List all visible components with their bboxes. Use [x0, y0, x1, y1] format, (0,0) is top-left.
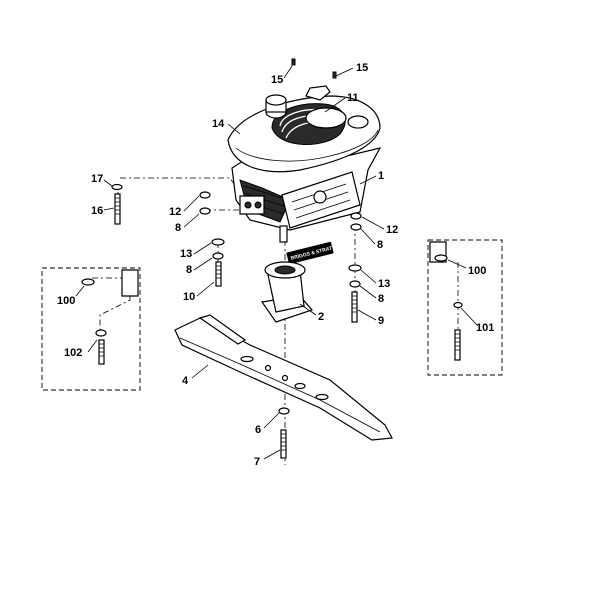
detail-box-left — [41, 267, 141, 391]
detail-mount-left — [121, 269, 139, 297]
callout-11: 11 — [347, 92, 359, 104]
bolt-16 — [114, 193, 121, 225]
callout-4: 4 — [182, 375, 189, 387]
washer-8b — [350, 223, 362, 231]
engine-assembly: BRIGGS & STRATTON — [227, 85, 382, 265]
callout-13b: 13 — [378, 278, 390, 290]
callout-labels: 15 15 11 14 1 17 16 12 8 12 8 13 8 10 13… — [57, 62, 494, 468]
callout-9: 9 — [378, 315, 384, 327]
washer-17 — [111, 183, 123, 191]
callout-13a: 13 — [180, 248, 192, 260]
washer-102 — [95, 329, 107, 337]
callout-102: 102 — [64, 347, 82, 359]
callout-1: 1 — [378, 170, 384, 182]
mower-blade — [174, 314, 393, 441]
callout-2: 2 — [318, 311, 324, 323]
nut-100b — [434, 254, 448, 262]
bolt-101 — [454, 329, 461, 361]
air-filter-cover — [305, 107, 347, 129]
starter-handle — [305, 85, 331, 101]
callout-14: 14 — [212, 118, 225, 130]
nut-100a — [81, 278, 95, 286]
callout-8d: 8 — [378, 293, 384, 305]
muffler-port — [313, 190, 327, 204]
callout-7: 7 — [254, 456, 260, 468]
callout-8b: 8 — [377, 239, 383, 251]
blade-adapter — [260, 261, 314, 323]
crankshaft — [279, 225, 288, 243]
nut-12a — [199, 191, 211, 199]
spark-plug-boot — [239, 195, 265, 215]
callout-8a: 8 — [175, 222, 181, 234]
callout-16: 16 — [91, 205, 103, 217]
pin-15b — [332, 71, 337, 79]
callout-15b: 15 — [356, 62, 368, 74]
nut-12b — [350, 212, 362, 220]
callout-10: 10 — [183, 291, 195, 303]
washer-101 — [453, 301, 463, 309]
primer-bulb — [347, 115, 369, 129]
bolt-10 — [215, 261, 222, 287]
bolt-7 — [280, 429, 287, 459]
callout-12a: 12 — [169, 206, 181, 218]
washer-8c — [212, 252, 224, 260]
callout-12b: 12 — [386, 224, 398, 236]
callout-101: 101 — [476, 322, 494, 334]
bolt-9 — [351, 291, 358, 323]
callout-17: 17 — [91, 173, 103, 185]
washer-13a — [211, 238, 225, 246]
brand-badge: BRIGGS & STRATTON — [286, 241, 343, 265]
washer-6 — [278, 407, 290, 415]
leader-lines — [75, 65, 478, 460]
callout-100a: 100 — [57, 295, 75, 307]
callout-15a: 15 — [271, 74, 283, 86]
callout-100b: 100 — [468, 265, 486, 277]
callout-6: 6 — [255, 424, 261, 436]
washer-13b — [348, 264, 362, 272]
pin-15a — [291, 58, 296, 66]
bolt-102 — [98, 339, 105, 365]
washer-8a — [199, 207, 211, 215]
washer-8d — [349, 280, 361, 288]
callout-8c: 8 — [186, 264, 192, 276]
